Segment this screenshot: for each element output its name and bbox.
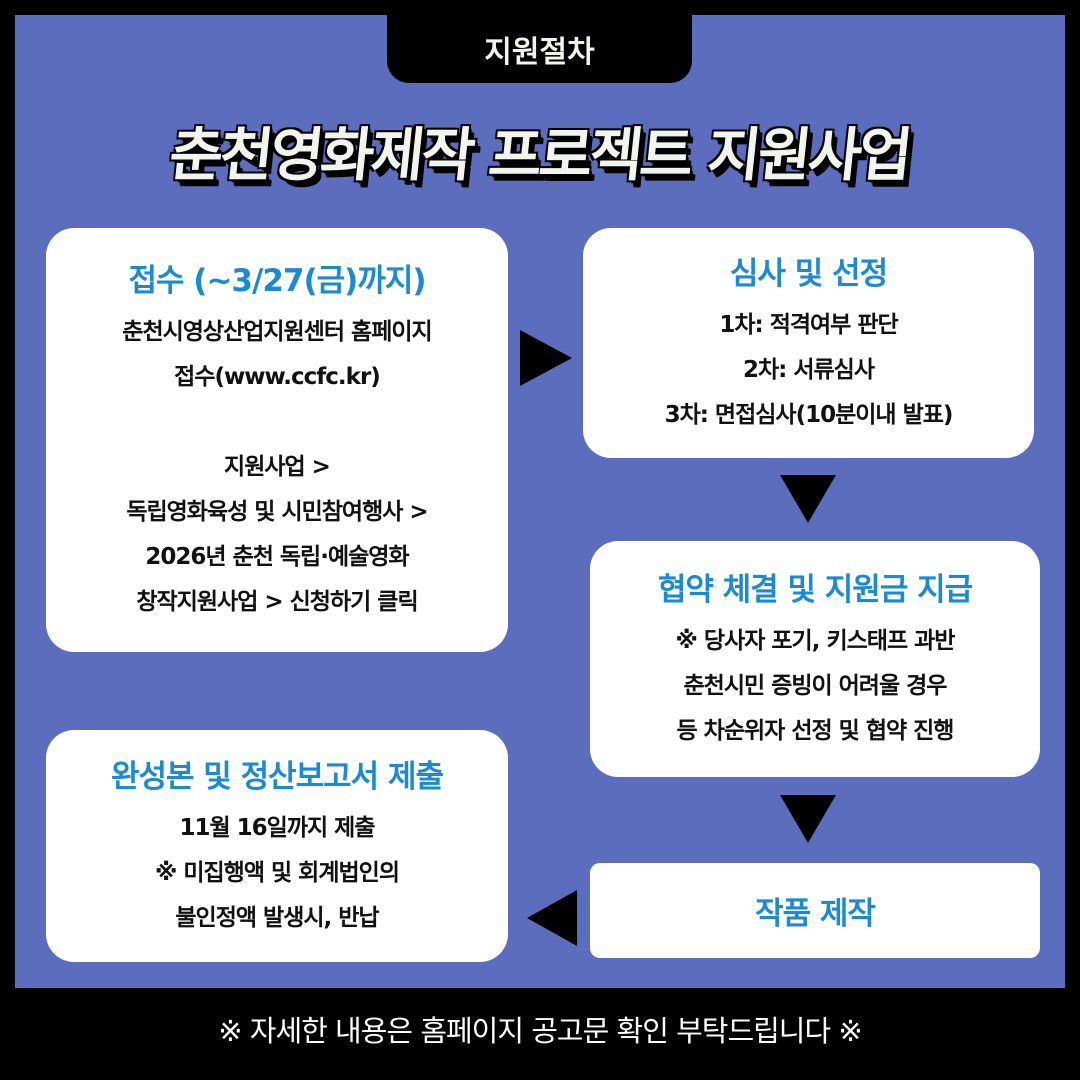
step-line: 1차: 적격여부 판단	[719, 312, 898, 338]
step-line: 등 차순위자 선정 및 협약 진행	[676, 718, 955, 744]
step-heading: 접수 (~3/27(금)까지)	[128, 263, 426, 299]
step-line: ※ 미집행액 및 회계법인의	[155, 860, 400, 886]
step-line: 춘천시민 증빙이 어려울 경우	[683, 673, 948, 699]
step-review: 심사 및 선정 1차: 적격여부 판단 2차: 서류심사 3차: 면접심사(10…	[583, 228, 1034, 458]
step-line: 2차: 서류심사	[742, 357, 875, 383]
step-line: 11월 16일까지 제출	[179, 815, 376, 841]
arrow-down-icon	[780, 475, 836, 523]
step-line: 지원사업 >	[224, 454, 331, 480]
step-line: 접수(www.ccfc.kr)	[174, 364, 381, 390]
step-heading: 협약 체결 및 지원금 지급	[657, 572, 973, 608]
step-contract: 협약 체결 및 지원금 지급 ※ 당사자 포기, 키스태프 과반 춘천시민 증빙…	[590, 541, 1040, 777]
step-line: ※ 당사자 포기, 키스태프 과반	[675, 628, 956, 654]
arrow-down-icon	[780, 795, 836, 843]
step-heading: 완성본 및 정산보고서 제출	[110, 759, 444, 795]
step-line: 독립영화육성 및 시민참여행사 >	[126, 499, 428, 525]
step-production: 작품 제작	[590, 863, 1040, 958]
section-tab: 지원절차	[387, 15, 692, 83]
step-line: 3차: 면접심사(10분이내 발표)	[664, 402, 954, 428]
step-heading: 작품 제작	[755, 896, 876, 932]
step-line: 불인정액 발생시, 반납	[175, 905, 379, 931]
step-heading: 심사 및 선정	[729, 256, 888, 292]
tab-label: 지원절차	[484, 35, 595, 70]
step-receipt: 접수 (~3/27(금)까지) 춘천시영상산업지원센터 홈페이지 접수(www.…	[46, 228, 508, 652]
step-submission: 완성본 및 정산보고서 제출 11월 16일까지 제출 ※ 미집행액 및 회계법…	[46, 730, 508, 962]
footer-notice: ※ 자세한 내용은 홈페이지 공고문 확인 부탁드립니다 ※	[218, 1014, 862, 1048]
step-line: 2026년 춘천 독립·예술영화	[145, 544, 409, 570]
step-line: 창작지원사업 > 신청하기 클릭	[136, 589, 418, 615]
step-line: 춘천시영상산업지원센터 홈페이지	[122, 319, 432, 345]
arrow-left-icon	[527, 890, 577, 946]
page-title: 춘천영화제작 프로젝트 지원사업	[166, 121, 913, 189]
arrow-right-icon	[520, 330, 572, 386]
